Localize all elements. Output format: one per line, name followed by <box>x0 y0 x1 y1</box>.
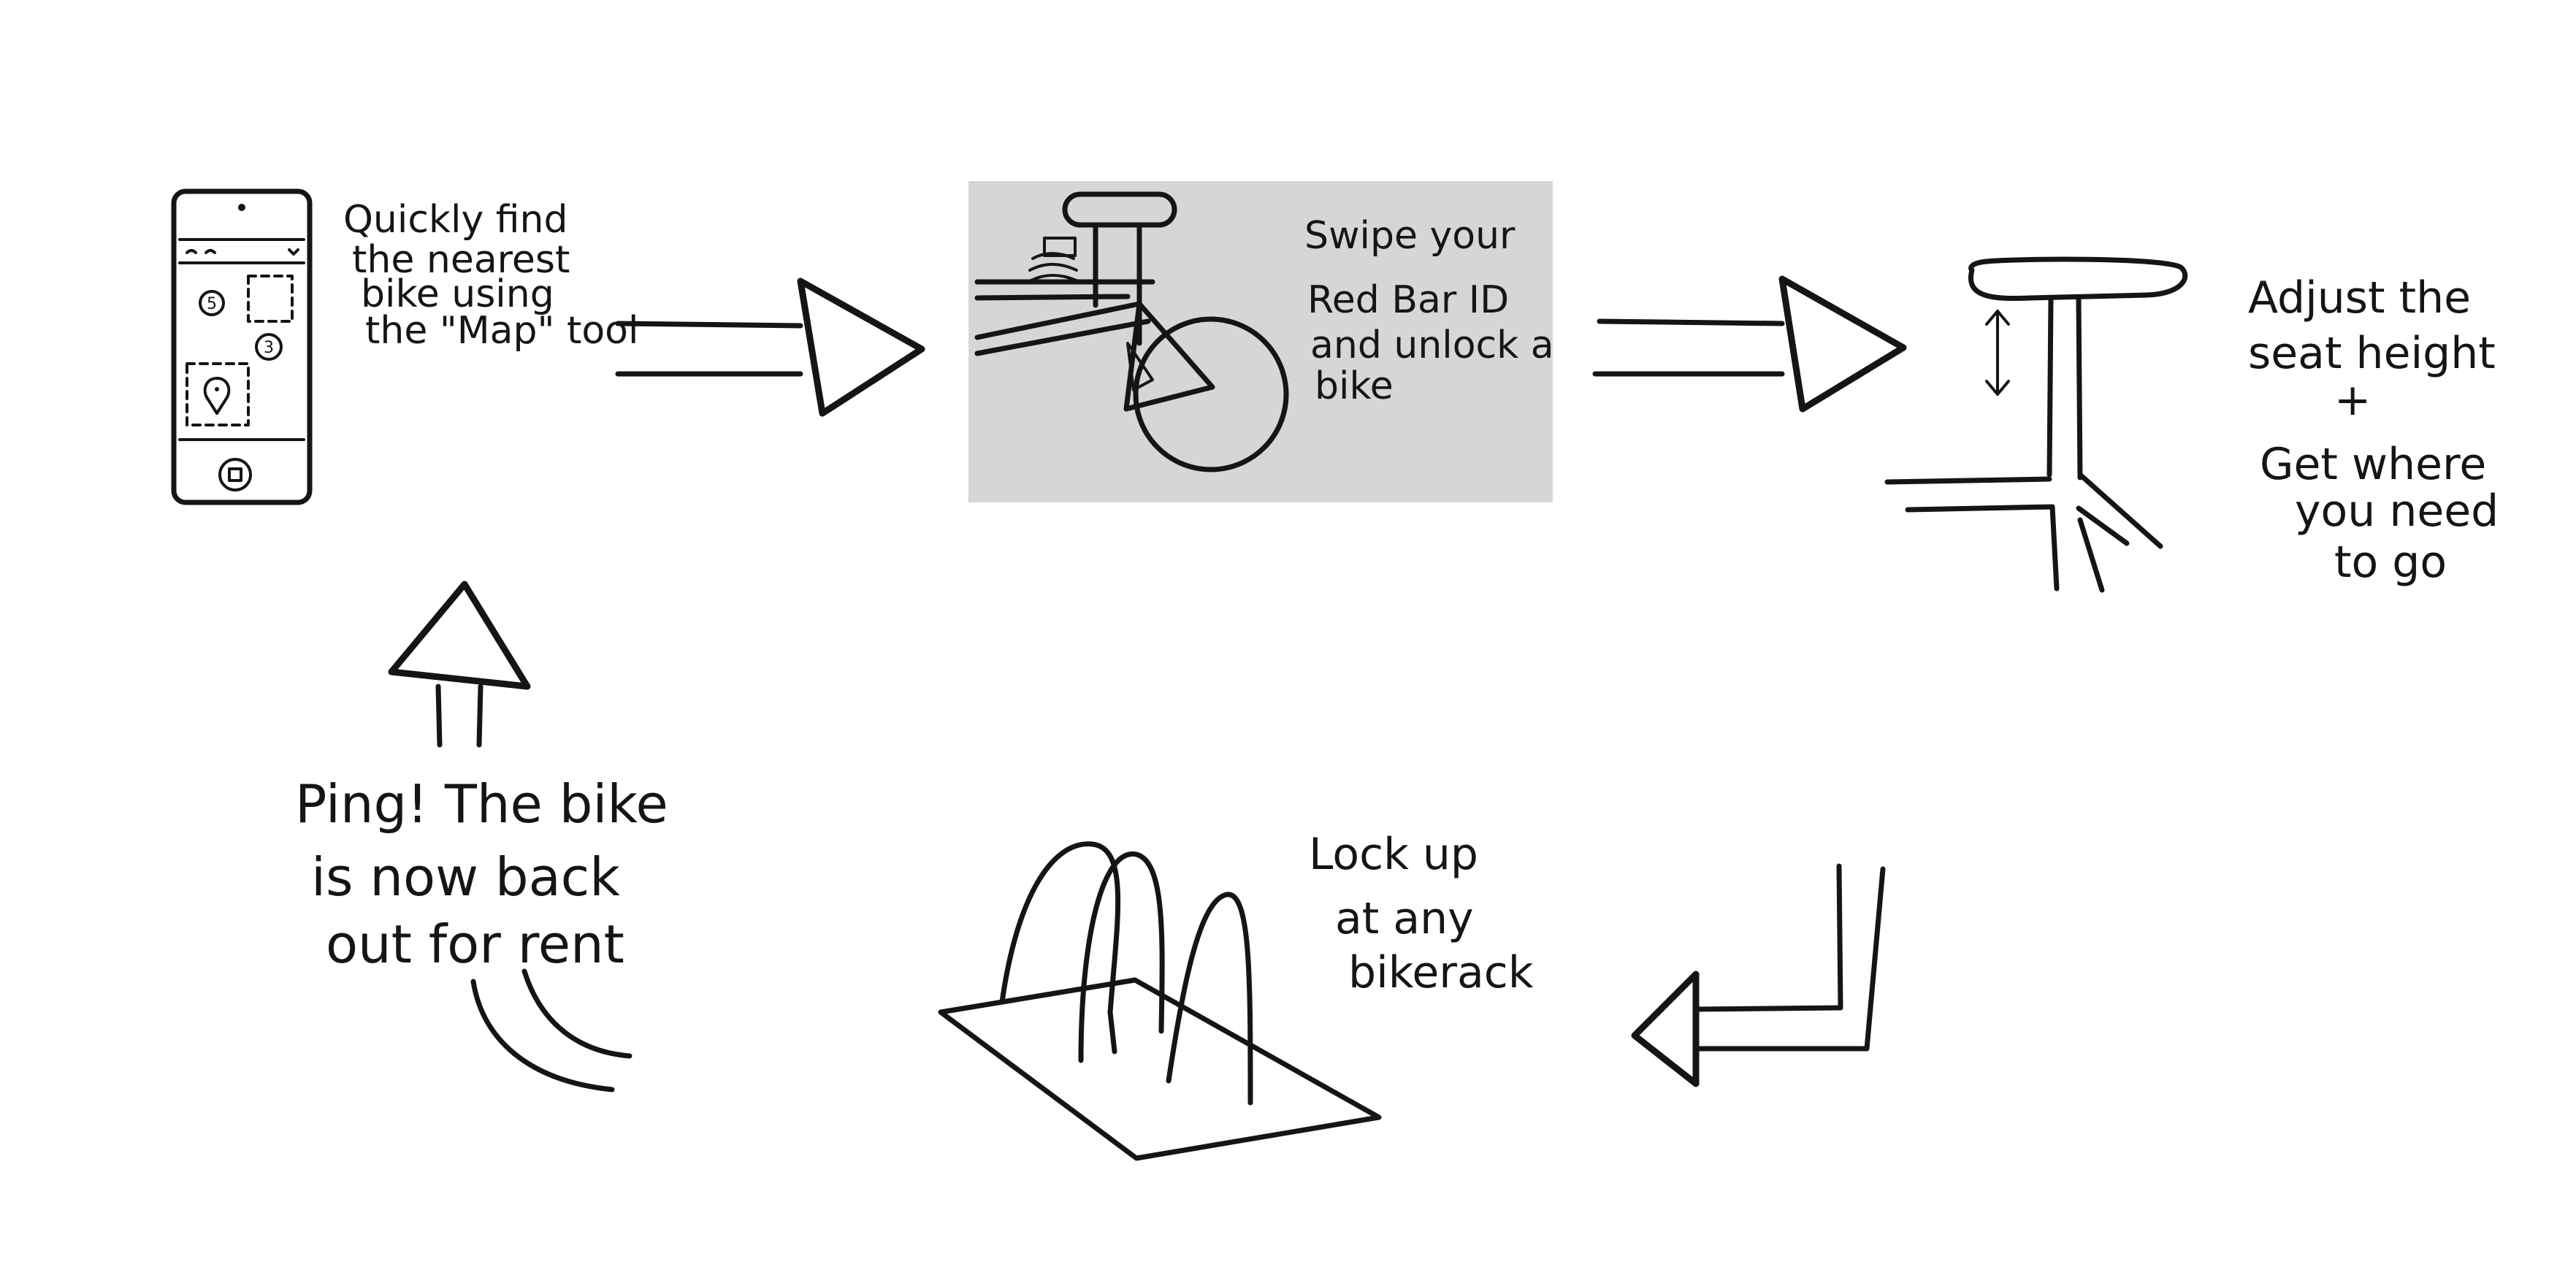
step-ping-line-1: Ping! The bike <box>295 773 668 835</box>
step-ping-text: Ping! The bike is now back out for rent <box>295 773 685 975</box>
map-pin-icon <box>203 377 231 415</box>
seat-top <box>1968 256 2188 302</box>
up-down-arrow-icon <box>1985 310 2010 396</box>
phone-body <box>171 188 313 505</box>
rack-loop-1 <box>999 841 1121 1055</box>
step-find-bike-text: Quickly find the nearest bike using the … <box>343 198 638 353</box>
step-unlock-text: Swipe your Red Bar ID and unlock a bike <box>1304 214 1566 408</box>
bike-fork-fill <box>1126 342 1154 391</box>
step-lock-line-2: at any <box>1335 893 1474 944</box>
return-curve <box>470 968 632 1092</box>
step-adjust-line-2: seat height <box>2248 328 2496 379</box>
map-marker-5-label: 5 <box>207 295 217 313</box>
step-find-bike-line-4: the "Map" tool <box>365 309 638 353</box>
bike-frame-lower <box>2049 504 2105 593</box>
bike-frame <box>974 279 1215 412</box>
map-marker-3-label: 3 <box>264 339 274 357</box>
bike-wheel <box>1133 316 1289 472</box>
unlock-photo-panel <box>968 181 1553 502</box>
map-block-bottom <box>186 362 250 426</box>
phone-camera <box>238 204 245 211</box>
arrow-up <box>388 581 531 748</box>
step-lock-line-1: Lock up <box>1309 829 1478 880</box>
arrow-down-left <box>1631 863 1886 1087</box>
step-adjust-line-6: to go <box>2334 537 2447 588</box>
home-button-icon <box>218 458 252 491</box>
seat-adjust-sketch <box>1884 256 2188 593</box>
rack-base <box>938 977 1382 1161</box>
map-marker-3 <box>255 333 283 361</box>
step-lock-line-3: bikerack <box>1348 947 1534 998</box>
seat-post <box>2046 296 2083 481</box>
bike-frame-tubes <box>1884 472 2163 549</box>
bike-seat <box>1062 191 1177 228</box>
step-adjust-line-5: you need <box>2295 486 2499 537</box>
home-button-square <box>228 467 242 482</box>
arrow-right-1 <box>615 278 925 417</box>
step-find-bike-line-2: the nearest <box>352 238 570 282</box>
step-unlock-line-4: bike <box>1315 364 1394 408</box>
step-adjust-text: Adjust the seat height + Get where you n… <box>2248 272 2512 588</box>
map-pin-dot <box>215 387 219 391</box>
step-unlock-line-2: Red Bar ID <box>1307 278 1509 322</box>
step-adjust-line-1: Adjust the <box>2248 272 2471 324</box>
rack-loop-2 <box>1078 851 1165 1063</box>
step-unlock-line-3: and unlock a <box>1310 324 1554 367</box>
arrow-right-2 <box>1592 275 1907 413</box>
card-reader-icon <box>1043 237 1077 257</box>
step-unlock-line-1: Swipe your <box>1304 214 1516 258</box>
step-ping-line-2: is now back <box>311 846 620 908</box>
step-adjust-line-3: + <box>2334 375 2371 426</box>
map-marker-5 <box>199 290 225 316</box>
step-find-bike-line-3: bike using <box>361 272 554 316</box>
phone-sketch: 5 3 <box>171 188 313 505</box>
step-lock-text: Lock up at any bikerack <box>1309 829 1534 998</box>
map-block-top <box>247 275 294 323</box>
rack-loop-3 <box>1166 892 1253 1106</box>
step-find-bike-line-1: Quickly find <box>343 198 568 242</box>
phone-header-icons <box>186 248 299 256</box>
bike-rack-sketch <box>938 841 1382 1161</box>
step-adjust-line-4: Get where <box>2260 439 2486 490</box>
step-ping-line-3: out for rent <box>326 914 624 975</box>
